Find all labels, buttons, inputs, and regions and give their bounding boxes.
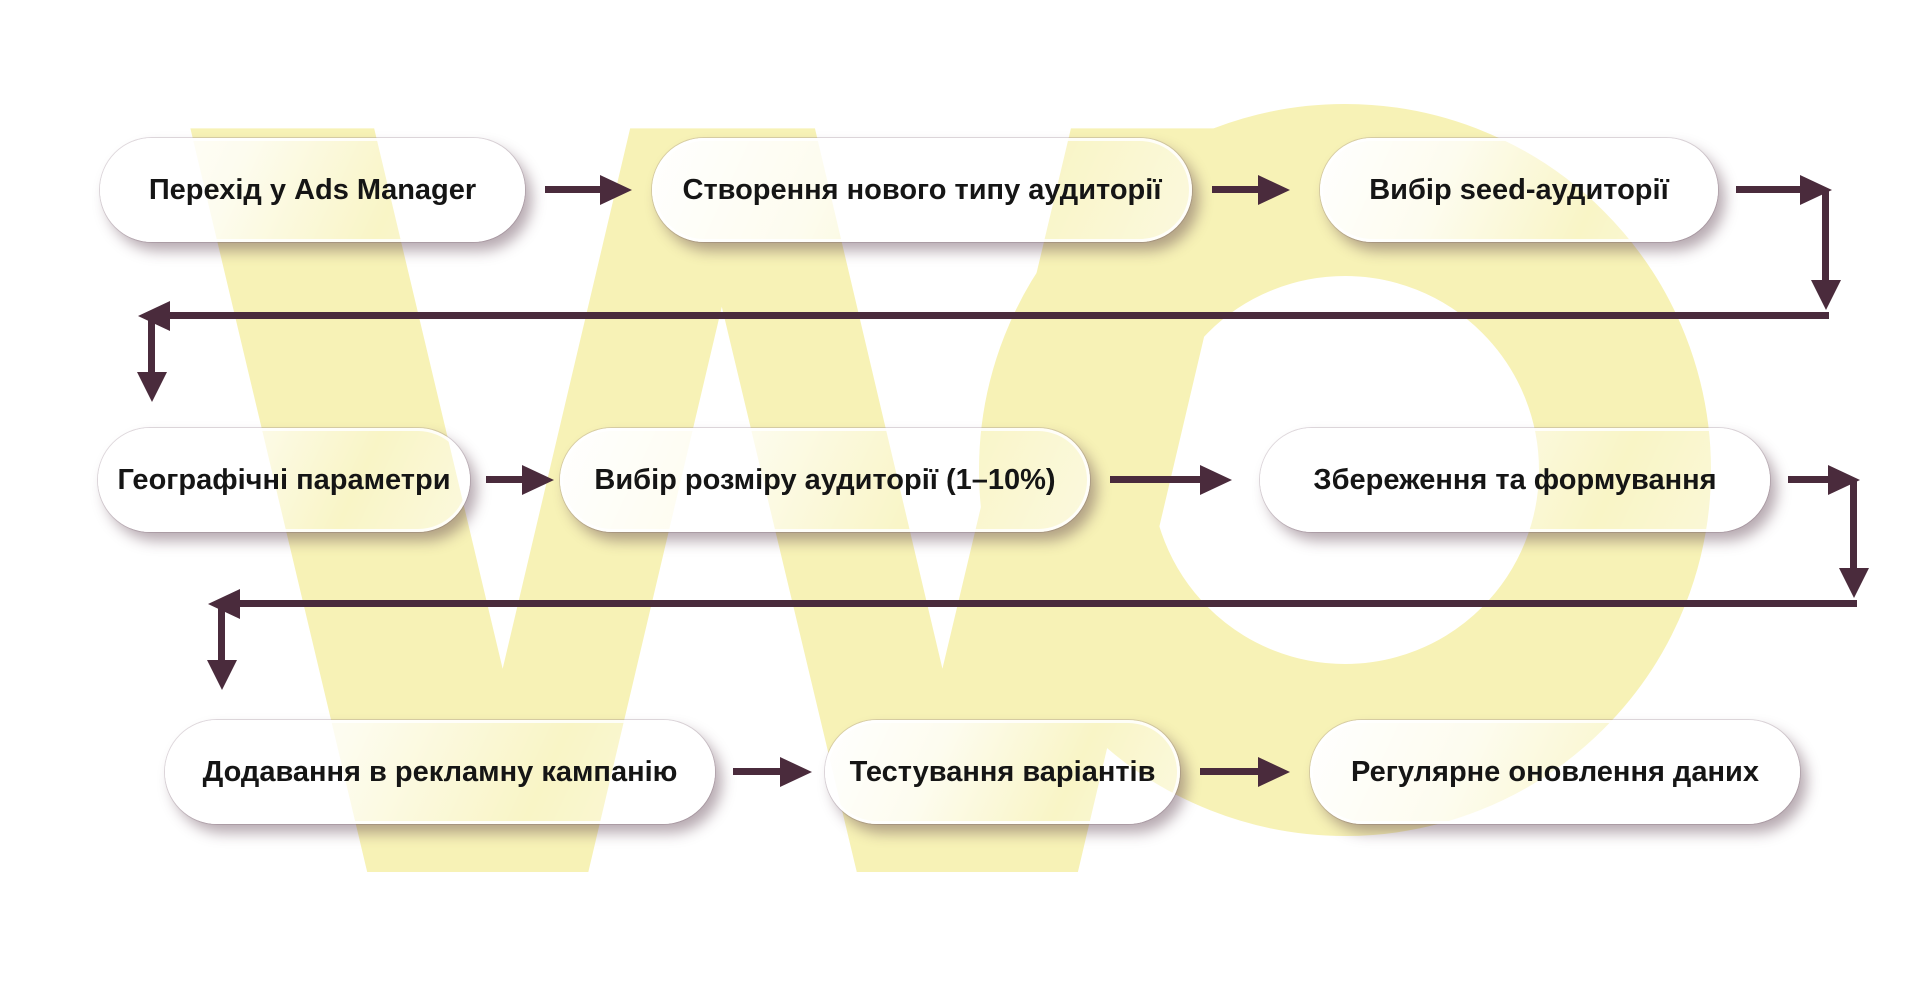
connector-3-4-segment-right	[1736, 186, 1800, 193]
arrow-2-3-line	[1212, 186, 1258, 193]
connector-6-7-segment-down-left	[218, 607, 225, 660]
node-create-audience-type-label: Створення нового типу аудиторії	[682, 173, 1162, 206]
node-ads-manager-label: Перехід у Ads Manager	[148, 173, 477, 206]
connector-6-7-head-down-left	[207, 660, 237, 690]
node-audience-size-label: Вибір розміру аудиторії (1–10%)	[594, 463, 1056, 496]
node-audience-size: Вибір розміру аудиторії (1–10%)	[560, 428, 1090, 532]
node-geo-parameters: Географічні параметри	[98, 428, 470, 532]
node-add-to-campaign: Додавання в рекламну кампанію	[165, 720, 715, 824]
node-seed-audience: Вибір seed-аудиторії	[1320, 138, 1718, 242]
connector-6-7-head-down-right	[1839, 568, 1869, 598]
node-ads-manager: Перехід у Ads Manager	[100, 138, 525, 242]
node-add-to-campaign-label: Додавання в рекламну кампанію	[202, 755, 678, 788]
connector-6-7-segment-across	[240, 600, 1857, 607]
node-geo-parameters-label: Географічні параметри	[117, 463, 451, 496]
connector-3-4-segment-across	[170, 312, 1829, 319]
connector-3-4-segment-down-left	[148, 319, 155, 372]
arrow-8-9-head	[1258, 757, 1290, 787]
connector-3-4-head-down-left	[137, 372, 167, 402]
connector-6-7-segment-down-right	[1850, 480, 1857, 568]
arrow-4-5-line	[486, 476, 522, 483]
node-save-and-generate-label: Збереження та формування	[1313, 463, 1717, 496]
connector-6-7-segment-right	[1788, 476, 1828, 483]
arrow-1-2-line	[545, 186, 600, 193]
arrow-8-9-line	[1200, 768, 1258, 775]
connector-3-4-segment-down-right	[1822, 190, 1829, 280]
arrow-5-6-line	[1110, 476, 1200, 483]
arrow-5-6-head	[1200, 465, 1232, 495]
node-save-and-generate: Збереження та формування	[1260, 428, 1770, 532]
arrow-4-5-head	[522, 465, 554, 495]
node-test-variants-label: Тестування варіантів	[849, 755, 1156, 788]
node-regular-data-update-label: Регулярне оновлення даних	[1351, 755, 1759, 788]
arrow-1-2-head	[600, 175, 632, 205]
arrow-2-3-head	[1258, 175, 1290, 205]
node-test-variants: Тестування варіантів	[825, 720, 1180, 824]
node-create-audience-type: Створення нового типу аудиторії	[652, 138, 1192, 242]
arrow-7-8-head	[780, 757, 812, 787]
node-seed-audience-label: Вибір seed-аудиторії	[1369, 173, 1669, 206]
arrow-7-8-line	[733, 768, 780, 775]
connector-3-4-head-down-right	[1811, 280, 1841, 310]
node-regular-data-update: Регулярне оновлення даних	[1310, 720, 1800, 824]
